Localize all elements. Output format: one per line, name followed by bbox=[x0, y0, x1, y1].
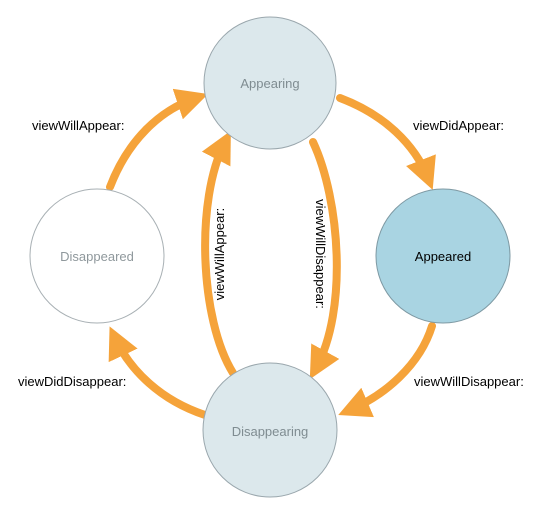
state-appeared-label: Appeared bbox=[415, 249, 471, 264]
transition-label-appearing-to-disappearing: viewWillDisappear: bbox=[313, 199, 328, 309]
state-appearing-label: Appearing bbox=[240, 76, 299, 91]
state-disappeared-label: Disappeared bbox=[60, 249, 134, 264]
arrow-disappearing-to-disappeared bbox=[108, 326, 209, 419]
arrow-appearing-to-disappearing bbox=[309, 138, 341, 380]
arrow-appearing-to-appeared bbox=[336, 94, 436, 190]
state-appearing-node bbox=[203, 16, 337, 150]
transition-label-appeared-to-disappearing: viewWillDisappear: bbox=[414, 374, 524, 389]
transition-label-disappeared-to-appearing: viewWillAppear: bbox=[32, 118, 124, 133]
state-disappearing-node bbox=[202, 362, 338, 498]
arrow-appeared-to-disappearing bbox=[338, 322, 436, 418]
transition-label-disappearing-to-disappeared: viewDidDisappear: bbox=[18, 374, 126, 389]
state-disappearing-label: Disappearing bbox=[232, 424, 309, 439]
transition-label-disappearing-to-appearing: viewWillAppear: bbox=[212, 208, 227, 300]
arrow-disappearing-to-appearing bbox=[201, 130, 237, 377]
state-appeared-node bbox=[375, 188, 511, 324]
transition-label-appearing-to-appeared: viewDidAppear: bbox=[413, 118, 504, 133]
state-disappeared-node bbox=[29, 188, 165, 324]
arrow-disappeared-to-appearing bbox=[106, 88, 209, 191]
